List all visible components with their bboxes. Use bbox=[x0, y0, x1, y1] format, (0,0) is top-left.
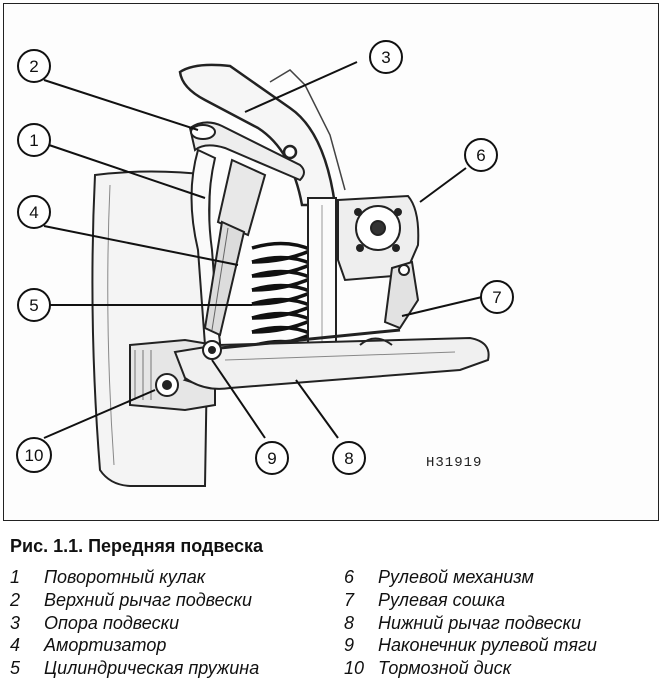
legend-number: 3 bbox=[10, 612, 21, 633]
legend-item: 5 Цилиндрическая пружина bbox=[10, 657, 259, 680]
callout-1: 1 bbox=[17, 123, 51, 157]
legend-label: Верхний рычаг подвески bbox=[44, 589, 253, 610]
shock-absorber bbox=[203, 158, 267, 337]
svg-text:10: 10 bbox=[25, 446, 44, 465]
legend-number: 1 bbox=[10, 567, 21, 587]
upper-arm bbox=[188, 121, 305, 182]
legend-number: 2 bbox=[10, 589, 21, 610]
legend-number: 6 bbox=[344, 567, 355, 587]
leader-line-1 bbox=[48, 144, 206, 199]
callouts: 2 3 1 6 4 5 7 10 9 8 bbox=[16, 40, 514, 475]
svg-text:2: 2 bbox=[29, 57, 38, 76]
suspension-illustration: 2 3 1 6 4 5 7 10 9 8 bbox=[16, 40, 514, 487]
figure-code: H31919 bbox=[426, 455, 483, 471]
leader-line-7 bbox=[401, 296, 483, 317]
legend-item: 9 Наконечник рулевой тяги bbox=[344, 634, 597, 657]
leader-line-6 bbox=[419, 167, 467, 203]
legend-item: 2 Верхний рычаг подвески bbox=[10, 589, 259, 612]
svg-text:6: 6 bbox=[476, 146, 485, 165]
steering-gear bbox=[337, 194, 420, 282]
legend-item: 7 Рулевая сошка bbox=[344, 589, 597, 612]
legend-label: Рулевая сошка bbox=[378, 589, 506, 610]
legend-label: Цилиндрическая пружина bbox=[44, 658, 260, 679]
svg-text:4: 4 bbox=[29, 203, 38, 222]
legend-number: 5 bbox=[10, 658, 21, 679]
svg-text:9: 9 bbox=[267, 449, 276, 468]
legend-item: 4 Амортизатор bbox=[10, 634, 259, 657]
legend-label: Поворотный кулак bbox=[44, 567, 206, 587]
callout-6: 6 bbox=[464, 138, 498, 172]
leader-line-3 bbox=[244, 61, 358, 113]
tie-rod-end bbox=[202, 328, 401, 360]
leader-line-2 bbox=[43, 79, 199, 131]
legend-item: 8 Нижний рычаг подвески bbox=[344, 612, 597, 635]
svg-text:7: 7 bbox=[492, 288, 501, 307]
leader-line-10 bbox=[43, 389, 156, 439]
callout-9: 9 bbox=[255, 441, 289, 475]
legend-label: Наконечник рулевой тяги bbox=[378, 635, 597, 656]
callout-10: 10 bbox=[16, 437, 52, 473]
svg-text:1: 1 bbox=[29, 131, 38, 150]
legend-item: 3 Опора подвески bbox=[10, 612, 259, 635]
svg-text:5: 5 bbox=[29, 296, 38, 315]
lower-arm bbox=[173, 336, 490, 390]
leader-line-4 bbox=[43, 225, 239, 266]
legend-label: Опора подвески bbox=[44, 612, 180, 633]
legend-item: 6 Рулевой механизм bbox=[344, 566, 597, 589]
leader-line-8 bbox=[295, 379, 339, 439]
legend-right: 6 Рулевой механизм 7 Рулевая сошка 8 Нижний… bbox=[344, 566, 597, 680]
legend-number: 7 bbox=[344, 589, 355, 610]
legend-number: 8 bbox=[344, 612, 355, 633]
legend-number: 9 bbox=[344, 635, 355, 656]
legend-left: 1 Поворотный кулак 2 Верхний рычаг подвеск… bbox=[10, 566, 259, 680]
legend-number: 4 bbox=[10, 635, 21, 656]
callout-4: 4 bbox=[17, 195, 51, 229]
legend-label: Рулевой механизм bbox=[378, 567, 534, 587]
callout-8: 8 bbox=[332, 441, 366, 475]
svg-text:3: 3 bbox=[381, 48, 390, 67]
legend-label: Амортизатор bbox=[44, 635, 167, 656]
legend-item: 10 Тормозной диск bbox=[344, 657, 597, 680]
legend-item: 1 Поворотный кулак bbox=[10, 566, 259, 589]
legend-label: Нижний рычаг подвески bbox=[378, 612, 581, 633]
legend-number: 10 bbox=[344, 658, 365, 679]
pitman-arm bbox=[383, 260, 420, 330]
legend-label: Тормозной диск bbox=[378, 658, 512, 679]
callout-3: 3 bbox=[369, 40, 403, 74]
frame-bracket bbox=[307, 197, 337, 364]
leader-lines bbox=[43, 61, 483, 439]
svg-text:8: 8 bbox=[344, 449, 353, 468]
callout-5: 5 bbox=[17, 288, 51, 322]
callout-7: 7 bbox=[480, 280, 514, 314]
leader-line-9 bbox=[211, 359, 266, 439]
figure-caption: Рис. 1.1. Передняя подвеска bbox=[10, 536, 264, 556]
callout-2: 2 bbox=[17, 49, 51, 83]
